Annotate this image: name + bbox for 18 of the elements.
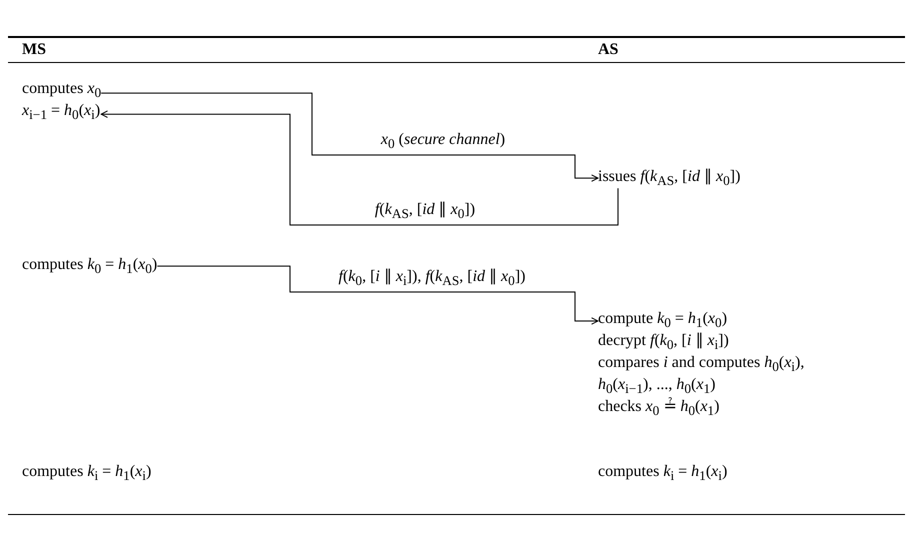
- edge-label: f(k$_{AS}$, [id ∥ x$_{0}$]): [372, 201, 478, 219]
- step-text: checks x$_{0}$ ≟ h$_{0}$(x$_{1}$): [598, 396, 720, 418]
- step-text: x$_{i−1}$ = h$_{0}$(x$_{i}$): [22, 101, 100, 122]
- column-header: MS: [22, 40, 46, 60]
- arrow: [100, 92, 598, 182]
- step-text: computes x$_{0}$: [22, 79, 102, 100]
- arrow: [156, 266, 598, 325]
- column-header: AS: [598, 40, 618, 60]
- step-text: compares i and computes h$_{0}$(x$_{i}$), h$_{0}$(x$_{i−1}$), ..., h$_{0}$(x$_{1}$): [598, 353, 806, 396]
- step-text: computes k$_{i}$ = h$_{1}$(x$_{i}$): [22, 462, 152, 482]
- step-text: decrypt f(k$_{0}$, [i ∥ x$_{i}$]): [598, 331, 730, 352]
- arrow: [100, 110, 618, 226]
- step-text: computes k$_{i}$ = h$_{1}$(x$_{i}$): [598, 462, 728, 482]
- step-text: computes k$_{0}$ = h$_{1}$(x$_{0}$): [22, 255, 158, 276]
- edge-label: x$_{0}$ (secure channel): [378, 131, 508, 149]
- step-text: issues f(k$_{AS}$, [id ∥ x$_{0}$]): [598, 167, 740, 188]
- edge-label: f(k$_{0}$, [i ∥ x$_{i}$]), f(k$_{AS}$, [id ∥ x$_{0}$]): [336, 268, 528, 286]
- step-text: compute k$_{0}$ = h$_{1}$(x$_{0}$): [598, 309, 728, 330]
